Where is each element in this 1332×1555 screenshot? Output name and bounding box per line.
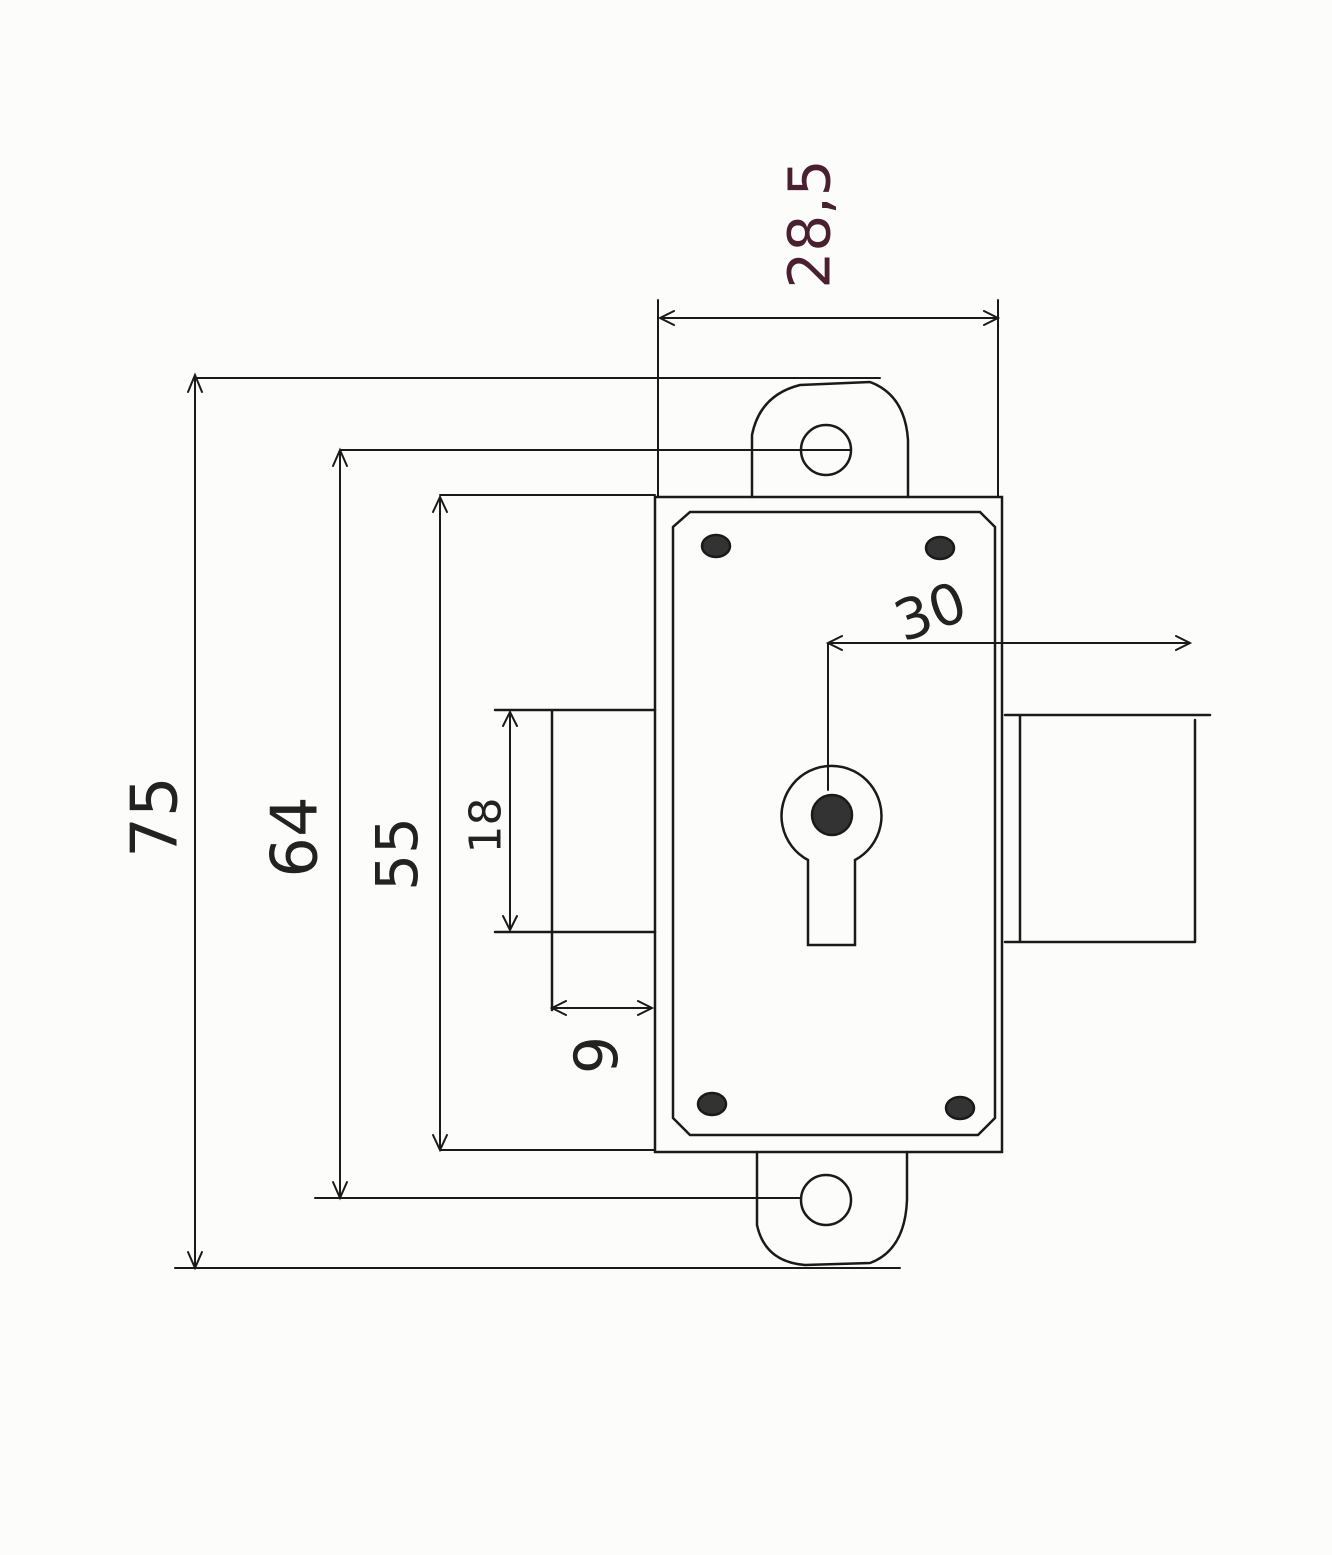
screw-icon <box>700 533 732 559</box>
keyhole-pin <box>810 793 854 837</box>
bottom-mounting-tab <box>755 1150 909 1267</box>
screw-icon <box>944 1095 976 1121</box>
dimension-bolt-width: 18 <box>460 797 512 854</box>
dimension-total-height: 75 <box>118 776 193 858</box>
dimension-body-depth: 28,5 <box>775 159 844 289</box>
dimension-bolt-projection: 9 <box>562 1035 633 1075</box>
top-mounting-tab <box>750 380 910 499</box>
dimension-hole-spacing: 64 <box>258 796 333 878</box>
face-plate <box>671 510 997 1137</box>
right-bolt <box>1003 713 1212 944</box>
screw-icon <box>924 535 956 561</box>
screws <box>696 533 976 1121</box>
dimension-body-height: 55 <box>362 817 431 891</box>
dimension-lines <box>174 299 1193 1271</box>
screw-icon <box>696 1091 728 1117</box>
keyhole <box>780 764 883 947</box>
lock-body <box>653 495 1004 1154</box>
left-bolt <box>493 708 657 1012</box>
bottom-screw-hole <box>799 1173 853 1227</box>
